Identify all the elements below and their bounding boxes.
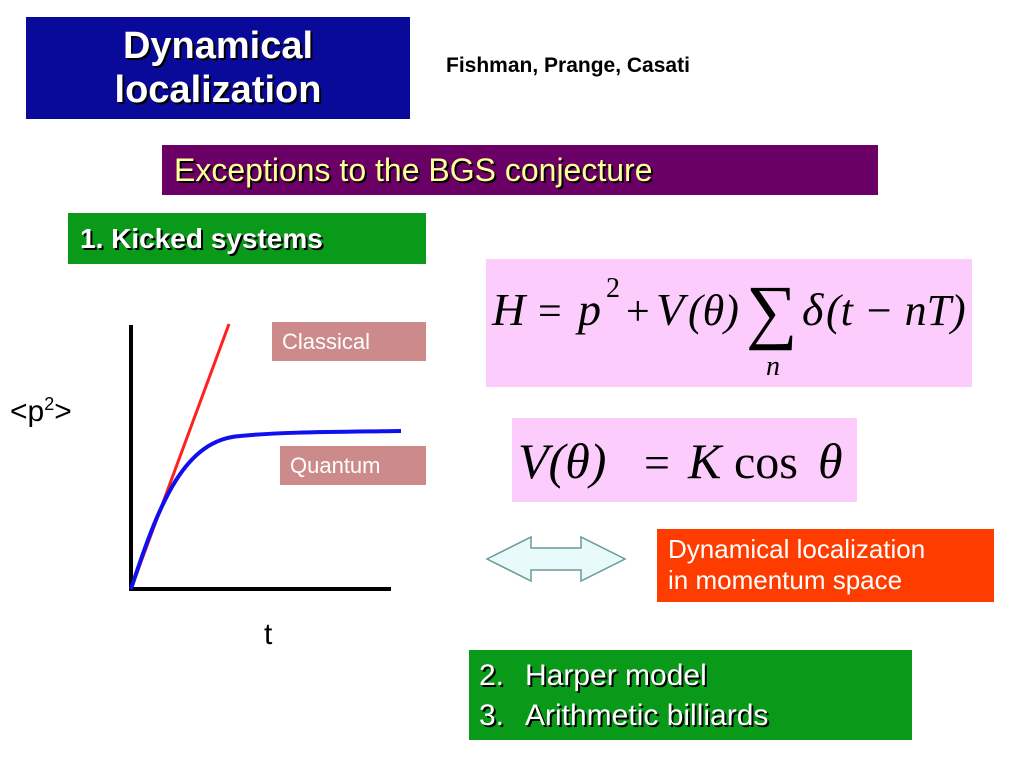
- x-axis-label: t: [264, 618, 273, 651]
- y-axis-label: <p2>: [10, 394, 72, 428]
- section-kicked-systems-label: 1. Kicked systems: [80, 222, 323, 254]
- subtitle: Exceptions to the BGS conjecture: [174, 151, 653, 188]
- delta-arg: (t − nT): [826, 286, 966, 335]
- list-item: 3.Arithmetic billiards: [479, 699, 769, 732]
- quantum-label: Quantum: [280, 446, 426, 485]
- p-symbol: p: [575, 284, 601, 335]
- potential-formula: V(θ) = K cos θ: [518, 433, 843, 489]
- title-line-2: localization: [114, 69, 322, 111]
- plus-sign: +: [626, 289, 650, 335]
- potential-lhs: V(θ): [518, 433, 606, 489]
- localization-line-2: in momentum space: [668, 565, 903, 595]
- classical-label: Classical: [272, 322, 426, 361]
- equals-sign: =: [538, 289, 562, 335]
- section-kicked-systems: 1. Kicked systems: [68, 213, 426, 264]
- list-item: 2.Harper model: [479, 659, 707, 692]
- h-symbol: H: [491, 284, 528, 335]
- dynamical-localization-box: Dynamical localization in momentum space: [657, 529, 994, 602]
- delta-symbol: δ: [802, 284, 824, 335]
- cos-function: cos: [734, 436, 798, 489]
- exponent: 2: [606, 273, 620, 304]
- theta-arg: (θ): [688, 286, 739, 335]
- sum-index: n: [766, 351, 780, 382]
- title-box: Dynamical localization: [26, 17, 410, 119]
- equals-sign: =: [644, 437, 670, 488]
- double-arrow-icon: [485, 535, 627, 583]
- theta-symbol: θ: [818, 433, 843, 489]
- localization-line-1: Dynamical localization: [668, 534, 926, 564]
- k-symbol: K: [687, 433, 724, 489]
- sum-symbol: ∑: [746, 271, 797, 351]
- title-line-1: Dynamical: [122, 25, 314, 67]
- potential-formula-box: V(θ) = K cos θ: [512, 418, 857, 502]
- hamiltonian-formula: H = p 2 + V (θ) ∑ n δ (t − nT): [491, 271, 966, 382]
- quantum-curve: [129, 429, 402, 590]
- hamiltonian-formula-box: H = p 2 + V (θ) ∑ n δ (t − nT): [486, 259, 972, 387]
- other-systems-box: 2.Harper model 3.Arithmetic billiards: [469, 650, 912, 740]
- v-symbol: V: [656, 284, 689, 335]
- subtitle-box: Exceptions to the BGS conjecture: [162, 145, 878, 195]
- authors: Fishman, Prange, Casati: [446, 54, 690, 77]
